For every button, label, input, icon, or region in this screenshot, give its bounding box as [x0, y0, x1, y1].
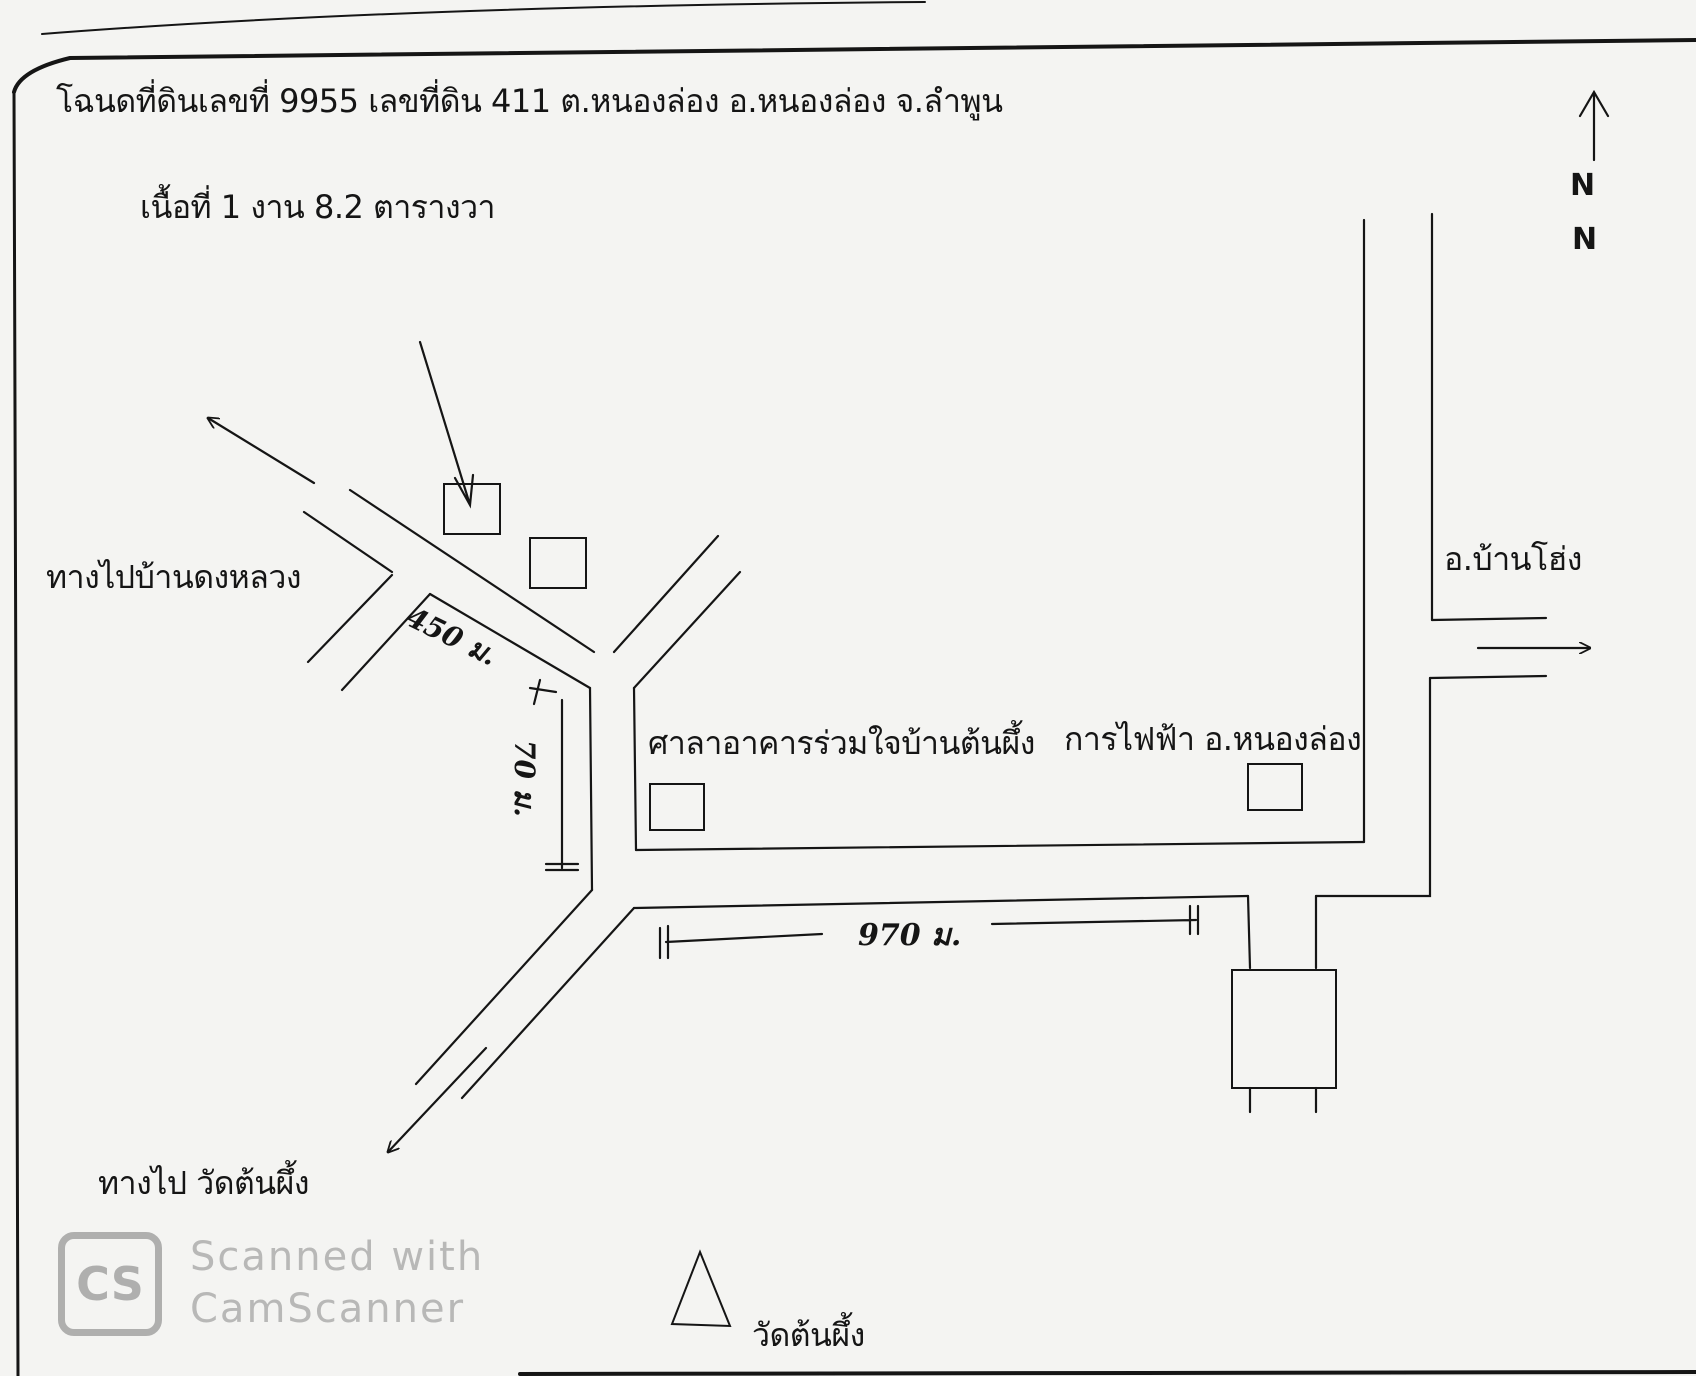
label-to-ban-dong-luang: ทางไปบ้านดงหลวง — [46, 558, 301, 596]
road-sw-a — [306, 573, 394, 664]
road-ne-a — [612, 534, 720, 654]
house-box — [529, 537, 587, 589]
sala-box — [649, 783, 705, 831]
road-nw-lower — [302, 510, 394, 574]
road-wat-arrow — [388, 1046, 488, 1152]
page-border — [41, 1, 926, 35]
north-arrow — [1578, 89, 1610, 162]
label-wat-ton-phueng: วัดต้นผึ้ง — [752, 1316, 865, 1354]
bridge-legs — [1248, 1086, 1318, 1114]
road-nw-upper — [348, 488, 596, 654]
road-east-bottom — [632, 894, 1250, 910]
road-nw-arrow — [208, 418, 316, 485]
building-bottom-right — [1231, 969, 1337, 1089]
north-label: N — [1570, 168, 1596, 203]
label-electricity-office: การไฟฟ้า อ.หนองล่อง — [1064, 720, 1362, 758]
road-stem-right — [632, 686, 638, 852]
land-area: เนื้อที่ 1 งาน 8.2 ตารางวา — [140, 188, 496, 226]
road-banhong-top — [1430, 616, 1548, 622]
wat-triangle-symbol — [670, 1249, 732, 1328]
label-sala: ศาลาอาคารร่วมใจบ้านต้นผึ้ง — [648, 724, 1035, 762]
map-title: โฉนดที่ดินเลขที่ 9955 เลขที่ดิน 411 ต.หน… — [56, 82, 1003, 120]
dim-450-end — [528, 678, 558, 706]
label-to-wat-ton-phueng: ทางไป วัดต้นผึ้ง — [98, 1164, 310, 1202]
dim-970-left — [658, 924, 824, 960]
electricity-office-box — [1247, 763, 1303, 811]
watermark-line-2: CamScanner — [190, 1286, 466, 1332]
road-east-top — [634, 840, 1366, 852]
road-nw-inner — [428, 592, 592, 690]
watermark-line-1: Scanned with — [190, 1234, 485, 1280]
page-frame — [12, 38, 1696, 94]
road-sw-lower-b — [460, 906, 636, 1100]
distance-70: 70 ม. — [508, 740, 541, 817]
dim-970-right — [990, 904, 1200, 936]
road-stem-left — [588, 686, 594, 892]
north-label-secondary: N — [1572, 222, 1598, 257]
target-plot-box — [443, 483, 501, 535]
camscanner-watermark: CS Scanned with CamScanner — [58, 1230, 498, 1340]
road-east-join — [1314, 676, 1432, 898]
road-sw-b — [340, 592, 432, 692]
road-banhong-bottom — [1428, 674, 1548, 680]
road-sw-lower-a — [414, 888, 594, 1086]
dim-70 — [544, 698, 580, 872]
page-bottom-edge — [518, 1370, 1696, 1376]
camscanner-logo: CS — [58, 1232, 162, 1336]
location-pointer-arrow — [418, 340, 475, 509]
road-ne-b — [632, 570, 742, 690]
label-amphoe-ban-hong: อ.บ้านโฮ่ง — [1444, 540, 1582, 578]
distance-970: 970 ม. — [858, 918, 962, 953]
road-east-stub — [1246, 894, 1252, 970]
page-left-edge — [12, 90, 20, 1376]
